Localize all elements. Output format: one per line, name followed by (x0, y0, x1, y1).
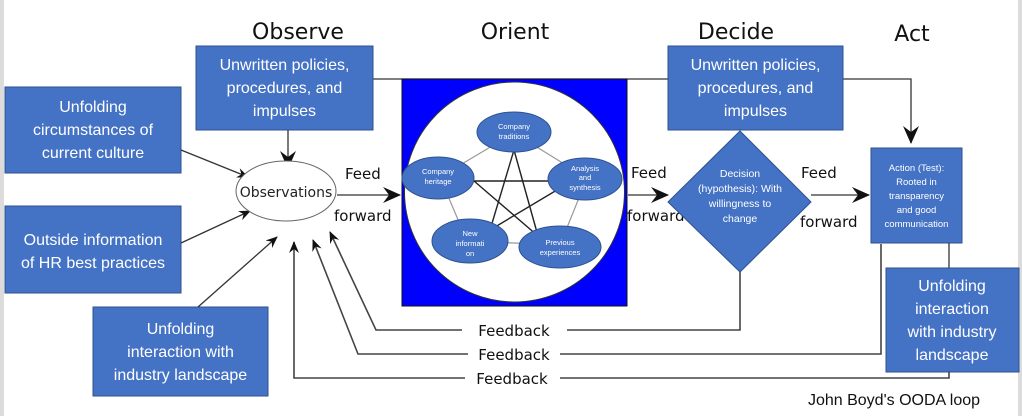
observe-industry-box: Unfolding interaction with industry land… (92, 306, 269, 397)
action-line1: Action (Test): (889, 163, 944, 174)
decide-unwritten-box: Unwritten policies, procedures, and impu… (667, 45, 844, 131)
forward-label-1: forward (334, 207, 392, 225)
orient-node-heritage: Company heritage (401, 156, 475, 200)
decide-unwritten-line2: procedures, and (698, 80, 814, 97)
node-analysis-line1: Analysis (571, 164, 599, 173)
culture-line3: current culture (42, 145, 144, 162)
act-industry-line2: interaction (915, 301, 989, 318)
act-industry-box: Unfolding interaction with industry land… (885, 267, 1020, 373)
left-border (0, 0, 4, 416)
feed-label-2: Feed (631, 164, 667, 182)
node-traditions-line1: Company (498, 122, 530, 131)
decide-unwritten-line1: Unwritten policies, (691, 57, 821, 74)
culture-line2: circumstances of (33, 122, 154, 139)
industry-arrow (197, 236, 278, 308)
observe-industry-line3: industry landscape (114, 367, 248, 384)
act-industry-line1: Unfolding (918, 278, 986, 295)
node-heritage-line1: Company (422, 167, 454, 176)
culture-box: Unfolding circumstances of current cultu… (4, 86, 182, 174)
observe-unwritten-line2: procedures, and (227, 80, 343, 97)
act-industry-line3: with industry (907, 324, 997, 341)
action-line4: and good (897, 205, 937, 216)
feedback-loop-3: Feedback (289, 241, 950, 388)
action-line3: transparency (889, 191, 944, 202)
action-line2: Rooted in (896, 177, 937, 188)
observations-node (235, 160, 337, 222)
node-newinfo-line2: informati (456, 239, 485, 248)
observe-unwritten-line3: impulses (253, 103, 316, 120)
feedback-loop-2: Feedback (312, 239, 882, 364)
orient-node-new-info: New informati on (431, 218, 509, 264)
phase-act: Act (894, 22, 930, 47)
forward-label-2: forward (627, 207, 685, 225)
decision-node: Decision (hypothesis): With willingness … (667, 130, 812, 273)
node-heritage-line2: heritage (424, 177, 451, 186)
observe-industry-line1: Unfolding (147, 321, 215, 338)
action-line5: communication (885, 219, 949, 230)
act-industry-line4: landscape (916, 347, 989, 364)
orient-node-traditions: Company traditions (476, 111, 552, 153)
node-previous-line1: Previous (545, 238, 574, 247)
phase-decide: Decide (698, 20, 774, 45)
decision-line2: (hypothesis): With (698, 183, 782, 195)
orient-node-analysis: Analysis and synthesis (547, 157, 623, 201)
node-newinfo-line1: New (462, 229, 478, 238)
phase-observe: Observe (252, 20, 344, 45)
node-newinfo-line3: on (466, 249, 474, 258)
culture-line1: Unfolding (59, 99, 127, 116)
hr-line1: Outside information (24, 232, 163, 249)
decision-line3: willingness to (708, 198, 772, 210)
observe-unwritten-box: Unwritten policies, procedures, and impu… (195, 45, 374, 131)
node-previous-line2: experiences (540, 248, 581, 257)
caption: John Boyd's OODA loop (808, 392, 980, 409)
observations-label: Observations (240, 185, 333, 201)
orient-node-previous: Previous experiences (518, 225, 602, 269)
node-traditions-line2: traditions (499, 132, 530, 141)
observe-unwritten-line1: Unwritten policies, (220, 57, 350, 74)
node-analysis-line3: synthesis (569, 183, 601, 192)
decision-line4: change (723, 213, 758, 225)
forward-label-3: forward (800, 213, 858, 231)
node-analysis-line2: and (579, 173, 592, 182)
feedback-loop-1: Feedback (329, 231, 741, 340)
hr-line2: of HR best practices (21, 255, 165, 272)
feed-label-1: Feed (345, 165, 381, 183)
decide-unwritten-line3: impulses (724, 103, 787, 120)
feedback-label-1: Feedback (478, 322, 550, 340)
feedback-label-2: Feedback (478, 346, 550, 364)
phase-orient: Orient (481, 20, 550, 45)
observe-industry-line2: interaction with (127, 344, 234, 361)
right-border (1018, 0, 1022, 416)
hr-arrow (180, 210, 251, 244)
hr-practices-box: Outside information of HR best practices (4, 205, 182, 294)
feedback-label-3: Feedback (476, 370, 548, 388)
action-box: Action (Test): Rooted in transparency an… (870, 147, 963, 244)
culture-arrow (180, 149, 249, 178)
decision-line1: Decision (720, 168, 760, 180)
feed-label-3: Feed (801, 164, 837, 182)
decide-to-act-arrow (843, 78, 919, 144)
